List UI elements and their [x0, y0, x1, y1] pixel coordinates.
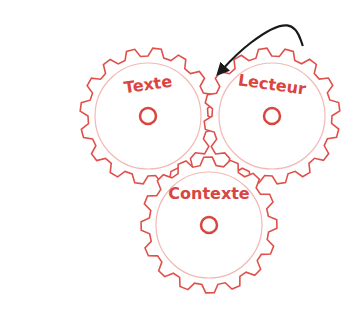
gear-outline	[139, 155, 279, 295]
gear-teeth	[80, 48, 216, 184]
gear-inner-ring	[156, 172, 262, 278]
gear-node: Texte	[78, 46, 218, 186]
gear-outline	[78, 46, 218, 186]
gear-outline	[202, 46, 342, 186]
gear-inner-ring	[219, 63, 325, 169]
gear-inner-ring	[95, 63, 201, 169]
gear-hub	[201, 217, 217, 233]
gear-teeth	[139, 155, 279, 295]
gear-node: Contexte	[139, 155, 279, 295]
gear-teeth	[202, 46, 342, 186]
curved-arrow	[218, 25, 303, 74]
gear-node: Lecteur	[202, 46, 342, 186]
gear-hub	[140, 108, 156, 124]
gear-hub	[264, 108, 280, 124]
gear-label: Contexte	[159, 185, 259, 203]
